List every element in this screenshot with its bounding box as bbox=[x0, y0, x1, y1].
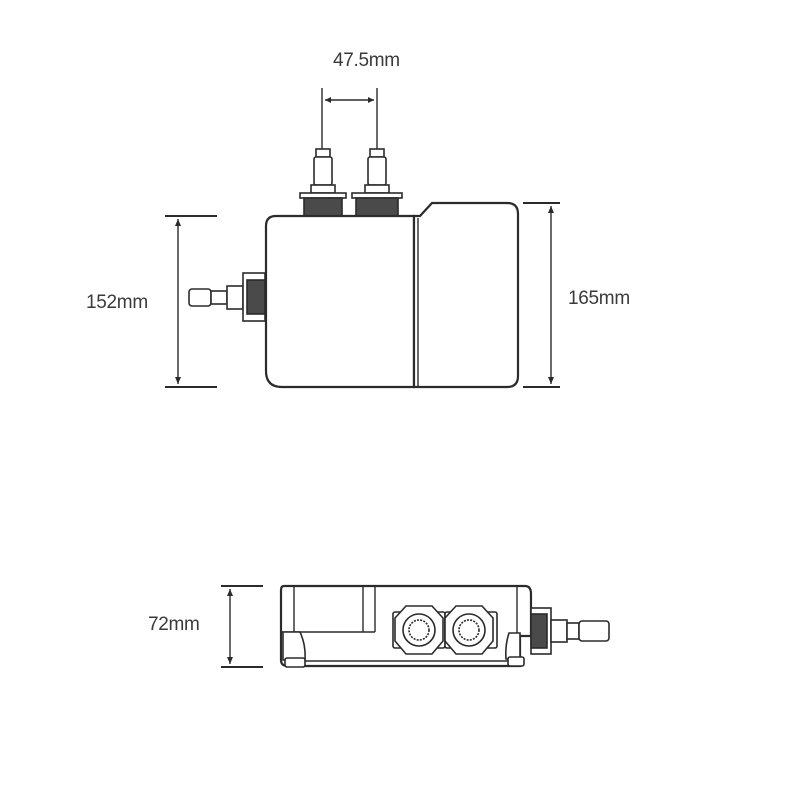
side-outlet-pipe bbox=[188, 272, 266, 322]
inlet-nut-left bbox=[392, 605, 446, 655]
bottom-view bbox=[221, 584, 610, 668]
bottom-outlet-pipe bbox=[530, 607, 610, 655]
foot-left bbox=[282, 631, 306, 661]
inlet-pipe-left bbox=[299, 148, 347, 217]
inlet-spacing-dimension bbox=[321, 88, 378, 150]
foot-right bbox=[505, 632, 521, 660]
valve-body-left bbox=[264, 214, 416, 389]
inlet-spacing-label: 47.5mm bbox=[333, 50, 400, 71]
right-height-label: 165mm bbox=[568, 288, 630, 309]
inlet-nut-right bbox=[444, 605, 498, 655]
front-view bbox=[165, 88, 560, 389]
left-height-dimension bbox=[165, 215, 217, 388]
right-height-dimension bbox=[523, 202, 560, 388]
valve-cover-right bbox=[412, 201, 520, 389]
depth-label: 72mm bbox=[148, 614, 200, 635]
inlet-pipe-right bbox=[351, 148, 403, 217]
depth-dimension bbox=[221, 585, 263, 668]
left-height-label: 152mm bbox=[86, 292, 148, 313]
